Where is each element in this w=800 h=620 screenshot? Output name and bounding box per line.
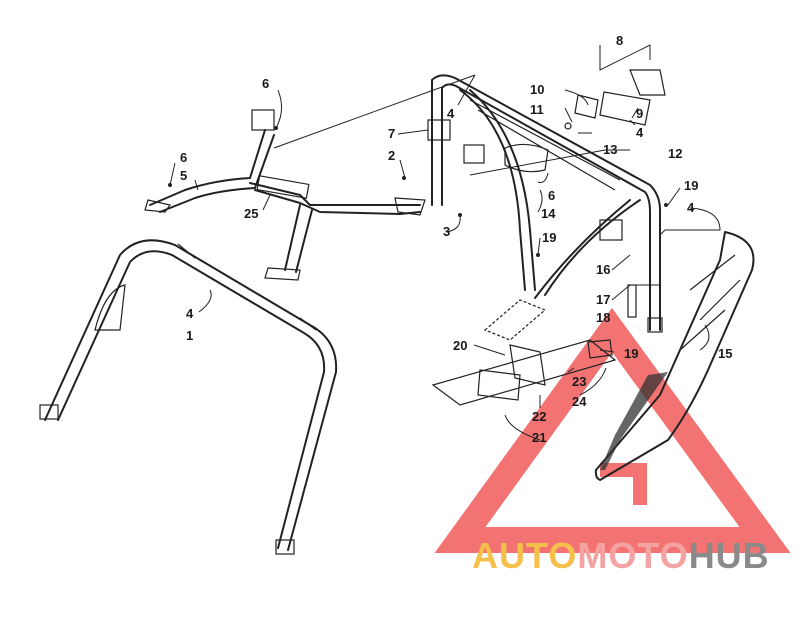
watermark-logo [434, 307, 791, 553]
callout-19b: 19 [542, 230, 556, 245]
watermark-part-moto: MOTO [577, 535, 688, 576]
callout-3: 3 [443, 224, 450, 239]
callout-4c: 4 [636, 125, 644, 140]
callout-2: 2 [388, 148, 395, 163]
callout-1: 1 [186, 328, 193, 343]
callout-13: 13 [603, 142, 617, 157]
callout-25: 25 [244, 206, 258, 221]
callout-11: 11 [530, 102, 544, 117]
callout-19c: 19 [624, 346, 638, 361]
callout-20: 20 [453, 338, 467, 353]
watermark-text: AUTOMOTOHUB [472, 535, 770, 576]
callout-21: 21 [532, 430, 546, 445]
callout-6b: 6 [180, 150, 187, 165]
callout-16: 16 [596, 262, 610, 277]
roll-bar-front [39, 239, 338, 555]
callout-23: 23 [572, 374, 586, 389]
svg-text:AUTOMOTOHUB: AUTOMOTOHUB [472, 535, 770, 576]
tail-light-assembly [564, 69, 666, 130]
callout-10: 10 [530, 82, 544, 97]
callout-12: 12 [668, 146, 682, 161]
callout-labels: 1 2 3 4 4 4 4 5 6 6 6 7 8 9 10 11 12 13 … [180, 33, 732, 445]
callout-9: 9 [636, 106, 643, 121]
callout-4a: 4 [186, 306, 194, 321]
callout-17: 17 [596, 292, 610, 307]
watermark-part-auto: AUTO [472, 535, 577, 576]
callout-14: 14 [541, 206, 556, 221]
watermark-part-hub: HUB [689, 535, 770, 576]
callout-4b: 4 [447, 106, 455, 121]
callout-22: 22 [532, 409, 546, 424]
callout-19a: 19 [684, 178, 698, 193]
callout-4d: 4 [687, 200, 695, 215]
callout-5: 5 [180, 168, 187, 183]
callout-6c: 6 [548, 188, 555, 203]
rear-roll-cage [427, 74, 663, 333]
callout-8: 8 [616, 33, 623, 48]
side-guard [594, 231, 755, 481]
callout-18: 18 [596, 310, 610, 325]
callout-24: 24 [572, 394, 587, 409]
front-cross-bar [144, 109, 426, 281]
plate-bracket [431, 299, 617, 406]
callout-6a: 6 [262, 76, 269, 91]
callout-7: 7 [388, 126, 395, 141]
leader-lines [168, 44, 721, 441]
callout-15: 15 [718, 346, 732, 361]
